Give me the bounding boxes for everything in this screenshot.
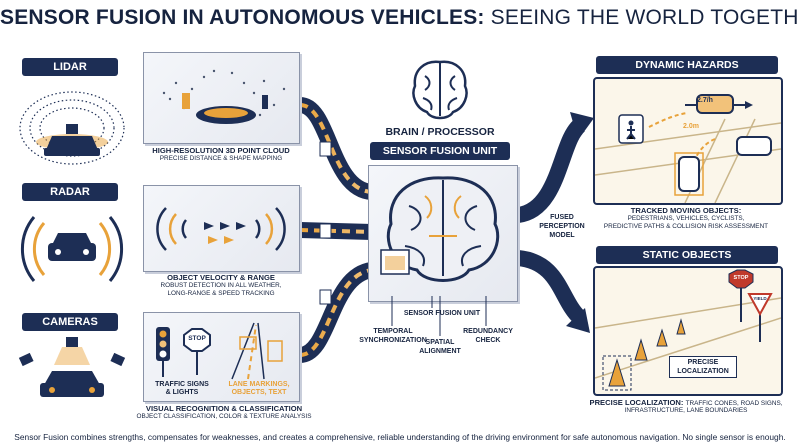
cameras-car-illustration [18, 337, 126, 397]
spatial-line1: SPATIAL [425, 339, 455, 346]
lidar-caption-title: HIGH-RESOLUTION 3D POINT CLOUD [152, 146, 290, 155]
static-objects-scene [595, 269, 781, 391]
camera-stop-sign-text: STOP [188, 335, 206, 342]
page-title: SENSOR FUSION IN AUTONOMOUS VEHICLES: SE… [0, 6, 800, 30]
speed-readout-1: 2.7/h [697, 97, 713, 104]
radar-label: RADAR [22, 183, 118, 201]
lidar-arrow [298, 97, 374, 200]
title-regular: SEEING THE WORLD TOGETHER [490, 6, 800, 29]
camera-view-illustration [156, 322, 283, 380]
lidar-car-illustration [19, 91, 125, 165]
static-objects-panel: STOP YIELD PRECISE LOCALIZATION [593, 266, 783, 396]
precise-line2: LOCALIZATION [677, 367, 729, 375]
lidar-data-box [143, 52, 300, 144]
point-cloud-illustration [162, 69, 286, 124]
static-caption-line2: INFRASTRUCTURE, LANE BOUNDARIES [624, 407, 748, 414]
static-output-arrow [516, 250, 586, 324]
data-doc-icon [319, 141, 332, 157]
dynamic-hazards-label: DYNAMIC HAZARDS [596, 56, 778, 74]
camera-data-box: STOP TRAFFIC SIGNS & LIGHTS LANE MARKING… [143, 312, 300, 402]
redundancy-line2: CHECK [475, 337, 501, 344]
static-yield-text: YIELD [753, 296, 767, 301]
data-doc-icon [319, 223, 332, 239]
camera-caption-text: OBJECT CLASSIFICATION, COLOR & TEXTURE A… [136, 413, 312, 420]
camera-sub-right-2: OBJECTS, TEXT [231, 389, 287, 396]
radar-caption-line2: LONG-RANGE & SPEED TRACKING [167, 290, 275, 297]
sensor-fusion-unit-label: SENSOR FUSION UNIT [370, 142, 510, 160]
static-caption-rest: TRAFFIC CONES, ROAD SIGNS, [685, 400, 783, 407]
fused-line1: FUSED [550, 214, 574, 221]
dynamic-hazards-scene [595, 94, 781, 203]
static-stop-text: STOP [733, 275, 749, 281]
temporal-line2: SYNCHRONIZATION [359, 337, 427, 344]
radar-car-illustration [20, 216, 124, 282]
dynamic-caption-line2: PREDICTIVE PATHS & COLLISION RISK ASSESS… [603, 223, 769, 230]
lidar-label: LIDAR [22, 58, 118, 76]
fused-line3: MODEL [549, 232, 575, 239]
precise-line1: PRECISE [687, 359, 719, 366]
camera-sub-left-2: & LIGHTS [165, 389, 199, 396]
dynamic-hazards-panel: 2.7/h 2.0m [593, 77, 783, 205]
precise-localization-box: PRECISE LOCALIZATION [669, 356, 737, 378]
spatial-line2: ALIGNMENT [419, 348, 461, 355]
cameras-label: CAMERAS [22, 313, 118, 331]
fusion-leader-lines [391, 296, 487, 336]
radar-data-box [143, 185, 300, 272]
footer-text: Sensor Fusion combines strengths, compen… [14, 432, 786, 442]
camera-sub-left-1: TRAFFIC SIGNS [155, 381, 209, 388]
dynamic-caption-line1: PEDESTRIANS, VEHICLES, CYCLISTS, [627, 215, 745, 222]
dynamic-caption-title: TRACKED MOVING OBJECTS: [630, 206, 742, 215]
fusion-brain-circuit-illustration [380, 176, 500, 282]
data-doc-icon [319, 289, 332, 305]
static-caption-title: PRECISE LOCALIZATION: [589, 398, 684, 407]
static-objects-label: STATIC OBJECTS [596, 246, 778, 264]
redundancy-line1: REDUNDANCY [463, 328, 513, 335]
brain-icon [412, 60, 468, 120]
title-bold: SENSOR FUSION IN AUTONOMOUS VEHICLES: [0, 6, 485, 29]
radar-waves-illustration [156, 207, 286, 251]
radar-caption-line1: ROBUST DETECTION IN ALL WEATHER, [160, 282, 282, 289]
brain-processor-label: BRAIN / PROCESSOR [385, 126, 495, 138]
fusion-unit-box [368, 165, 518, 302]
static-caption-line1: PRECISE LOCALIZATION: TRAFFIC CONES, ROA… [583, 398, 789, 408]
camera-sub-right-1: LANE MARKINGS, [228, 381, 290, 388]
lidar-caption-text: PRECISE DISTANCE & SHAPE MAPPING [159, 155, 283, 162]
camera-caption-title: VISUAL RECOGNITION & CLASSIFICATION [145, 404, 303, 413]
fusion-unit-sublabel: SENSOR FUSION UNIT [403, 310, 481, 317]
fused-line2: PERCEPTION [539, 223, 585, 230]
speed-readout-2: 2.0m [683, 123, 699, 130]
temporal-line1: TEMPORAL [373, 328, 413, 335]
radar-caption-title: OBJECT VELOCITY & RANGE [167, 273, 275, 282]
dynamic-output-arrow [516, 118, 586, 223]
